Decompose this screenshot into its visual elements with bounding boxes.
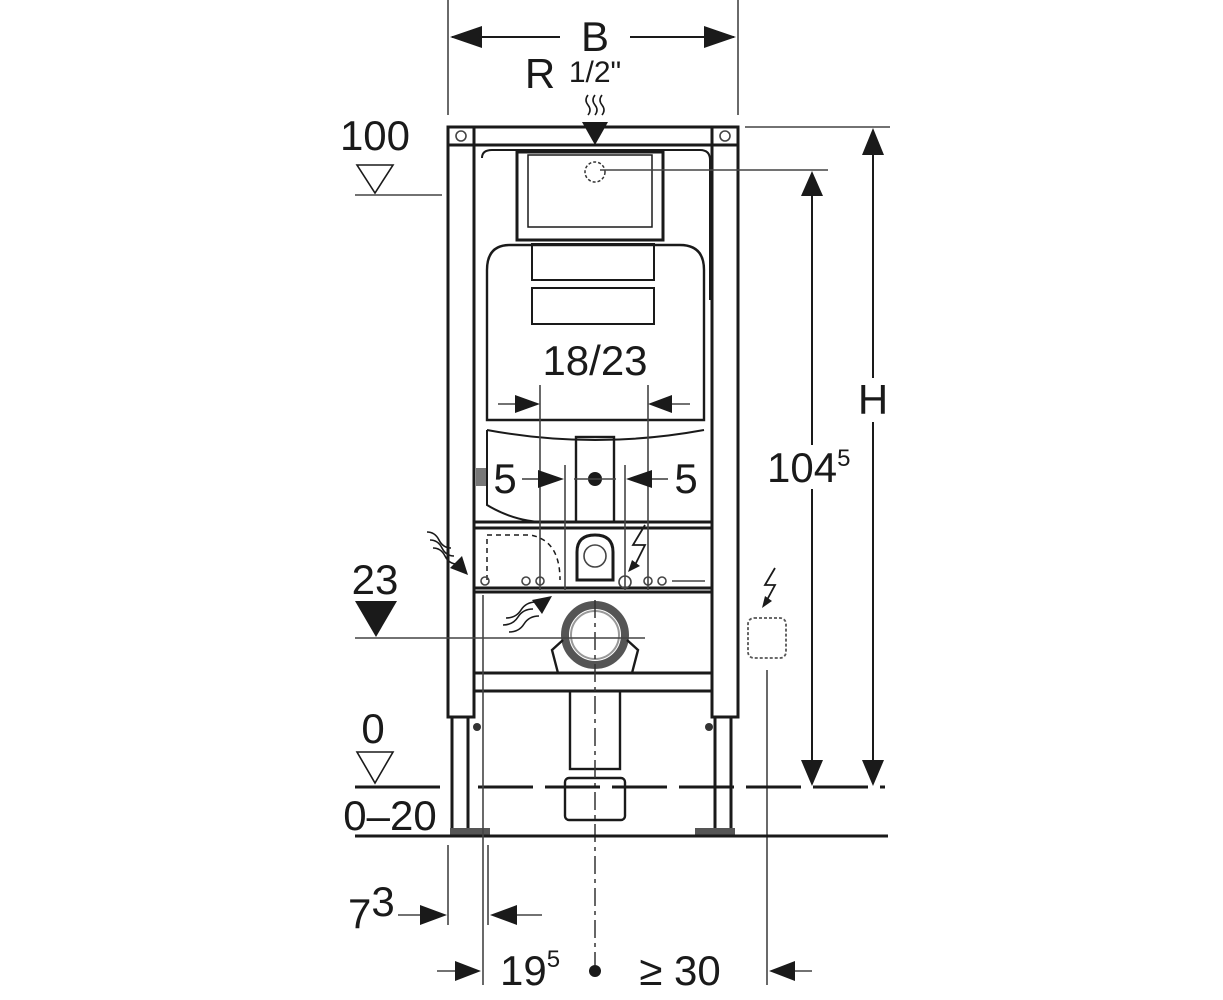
water-supply-icon xyxy=(426,531,552,633)
flush-bend xyxy=(480,533,705,589)
level-0-label: 0 xyxy=(361,705,384,752)
right-gap-label: 5 xyxy=(674,455,697,502)
water-supply-icon xyxy=(582,94,608,183)
axis-dimension-label: 195 xyxy=(500,946,560,994)
wc-connection-pipe xyxy=(550,600,640,965)
left-gap-label: 5 xyxy=(493,455,516,502)
electric-icon xyxy=(628,524,647,572)
leg-dimension: 73 xyxy=(348,845,542,937)
connection-label: R 1/2" xyxy=(525,50,621,97)
height-label: H xyxy=(858,376,888,423)
width-dimension: B xyxy=(447,0,739,115)
gap-dimensions: 5 5 xyxy=(493,455,698,590)
svg-text:1/2": 1/2" xyxy=(569,56,621,89)
level-0: 0 0–20 xyxy=(343,705,888,839)
width-label: B xyxy=(581,13,609,60)
level-100-label: 100 xyxy=(340,112,410,159)
cistern xyxy=(476,149,711,524)
clearance-label: ≥ 30 xyxy=(639,947,720,994)
outlet-dimension-label: 18/23 xyxy=(542,337,647,384)
main-height-label: 1045 xyxy=(767,444,850,491)
level-23-label: 23 xyxy=(352,556,399,603)
socket-icon xyxy=(747,567,787,985)
svg-text:R: R xyxy=(525,50,555,97)
outlet-dimension: 18/23 xyxy=(498,337,690,590)
level-100: 100 xyxy=(340,112,442,196)
height-dimension: H xyxy=(745,126,891,786)
level-23: 23 xyxy=(352,556,645,639)
floor-range-label: 0–20 xyxy=(343,792,436,839)
leg-dimension-label: 73 xyxy=(348,878,395,937)
axis-dimensions: 195 ≥ 30 xyxy=(437,595,812,994)
main-height-dimension: 1045 xyxy=(600,169,865,786)
